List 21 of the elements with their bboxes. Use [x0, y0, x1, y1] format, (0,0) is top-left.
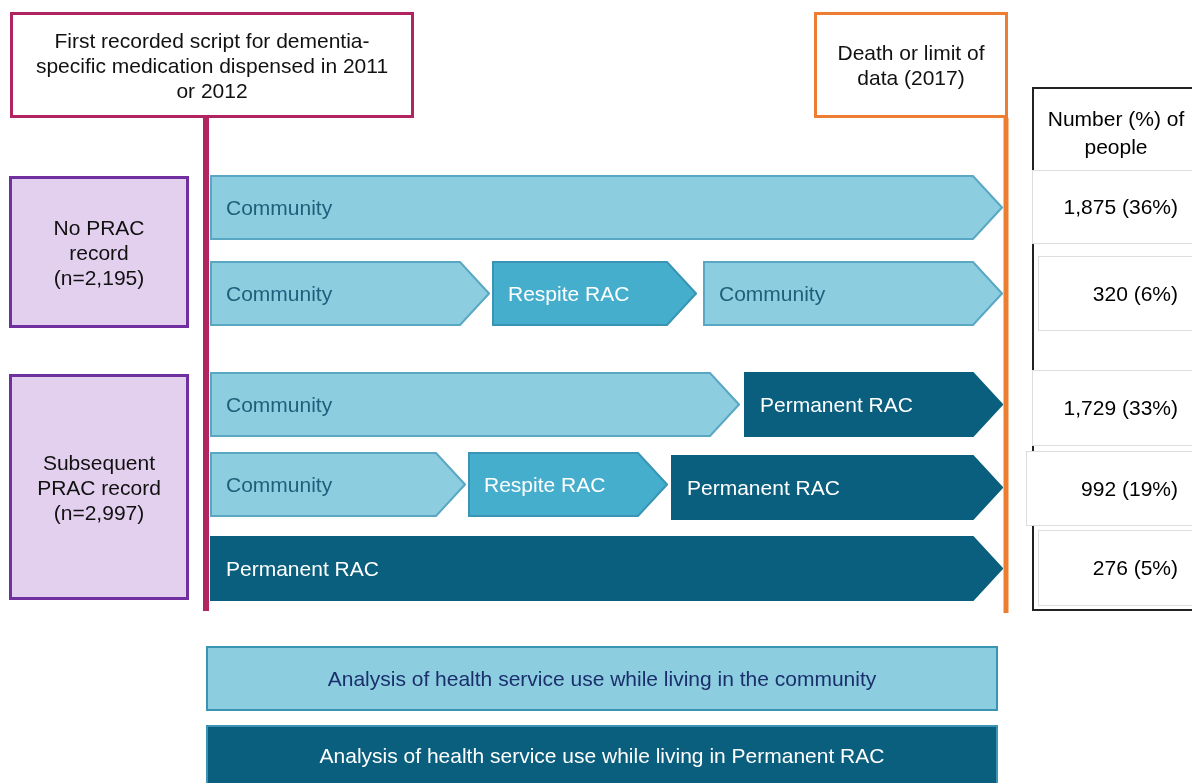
permanent-stage-segment: Permanent RAC	[744, 372, 1003, 437]
community-stage-segment: Community	[210, 452, 466, 517]
respite-stage-segment: Respite RAC	[492, 261, 697, 326]
permanent-stage-segment: Permanent RAC	[671, 455, 1003, 520]
community-stage-segment: Community	[210, 261, 490, 326]
end-event-box: Death or limit of data (2017)	[814, 12, 1008, 118]
legend-text: Analysis of health service use while living in Permanent RAC	[319, 744, 885, 768]
community-stage-segment: Community	[703, 261, 1003, 326]
group-box: No PRAC record (n=2,195)	[9, 176, 189, 328]
count-cell: 276 (5%)	[1038, 530, 1192, 606]
count-cell: 1,729 (33%)	[1032, 370, 1192, 446]
count-cell: 992 (19%)	[1026, 451, 1192, 526]
community-stage-segment: Community	[210, 372, 740, 437]
group-box: Subsequent PRAC record (n=2,997)	[9, 374, 189, 600]
respite-stage-segment: Respite RAC	[468, 452, 668, 517]
count-cell: 320 (6%)	[1038, 256, 1192, 331]
permanent-stage-segment: Permanent RAC	[210, 536, 1003, 601]
community-stage-segment: Community	[210, 175, 1003, 240]
legend-text: Analysis of health service use while living in the community	[327, 666, 877, 691]
start-event-box: First recorded script for dementia-specific medication dispensed in 2011 or 2012	[10, 12, 414, 118]
count-cell: 1,875 (36%)	[1032, 170, 1192, 244]
